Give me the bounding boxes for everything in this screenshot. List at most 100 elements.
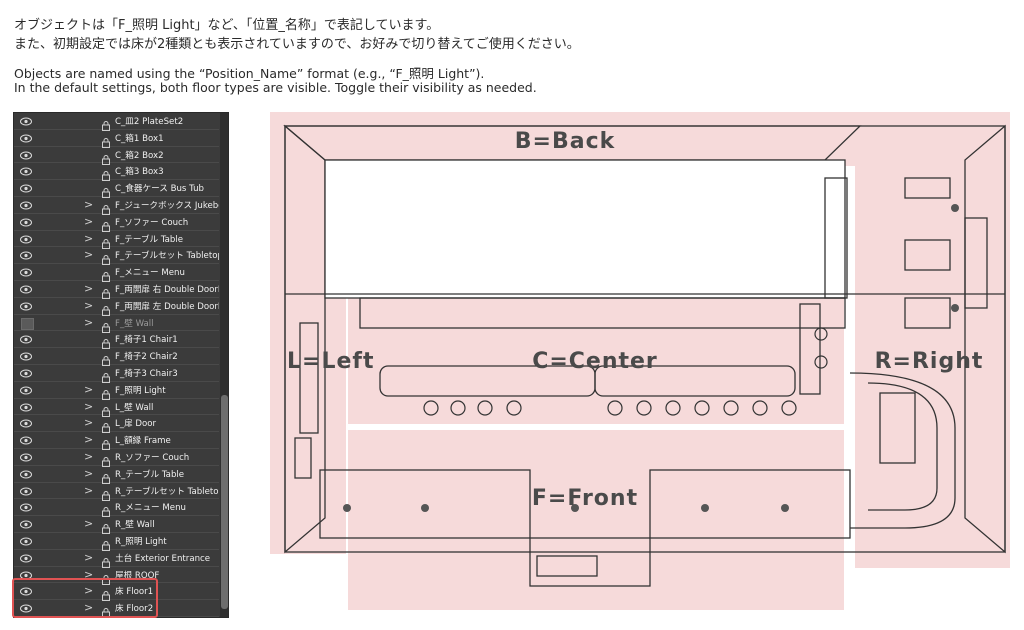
lock-icon xyxy=(101,553,111,568)
zone-left-label: L=Left xyxy=(287,349,374,374)
eye-icon[interactable] xyxy=(20,285,32,294)
chevron-right-icon[interactable]: > xyxy=(84,416,94,430)
chevron-right-icon[interactable]: > xyxy=(84,248,94,262)
jukebox xyxy=(879,392,916,464)
layer-row[interactable]: C_皿2 PlateSet2 xyxy=(14,113,219,131)
layer-row[interactable]: F_椅子1 Chair1 xyxy=(14,331,219,350)
eye-icon[interactable] xyxy=(20,184,32,193)
chevron-right-icon[interactable]: > xyxy=(84,567,94,581)
chevron-right-icon[interactable]: > xyxy=(84,517,94,531)
eye-icon[interactable] xyxy=(20,218,32,227)
layer-row[interactable]: > F_ジュークボックス Jukebox xyxy=(14,197,219,215)
chevron-right-icon[interactable]: > xyxy=(84,231,94,245)
eye-icon[interactable] xyxy=(20,403,32,412)
chevron-right-icon[interactable]: > xyxy=(84,282,94,295)
layer-row[interactable]: F_椅子2 Chair2 xyxy=(14,348,219,367)
layer-row[interactable]: C_箱3 Box3 xyxy=(14,163,219,182)
shelf-3 xyxy=(904,297,951,329)
layer-row[interactable]: >F_ソファー Couch xyxy=(14,214,219,232)
eye-icon[interactable] xyxy=(20,201,32,210)
layer-name: R_照明 Light xyxy=(115,537,167,547)
layer-row[interactable]: >F_両開扉 右 Double DoorF xyxy=(14,281,219,299)
layer-row[interactable]: > R_ソファー Couch xyxy=(14,449,219,467)
lock-icon xyxy=(101,486,111,501)
layer-row[interactable]: > R_テーブル Table xyxy=(14,466,219,484)
layer-name: F_メニュー Menu xyxy=(115,268,185,279)
scrollbar-thumb[interactable] xyxy=(221,395,228,609)
eye-icon[interactable] xyxy=(20,167,32,176)
layer-name: R_ソファー Couch xyxy=(115,453,190,463)
bar-counter xyxy=(849,372,956,529)
eye-icon[interactable] xyxy=(20,487,32,496)
chevron-right-icon[interactable]: > xyxy=(84,198,94,211)
eye-icon[interactable] xyxy=(20,235,32,244)
layer-row[interactable]: > F_壁 Wall xyxy=(14,315,219,333)
zone-front-bg xyxy=(348,430,844,610)
layer-row[interactable]: F_椅子3 Chair3 xyxy=(14,365,219,383)
layer-row[interactable]: >L_扉 Door xyxy=(14,415,219,434)
layer-row[interactable]: >R_壁 Wall xyxy=(14,516,219,535)
chevron-right-icon[interactable]: > xyxy=(84,584,94,598)
lock-icon xyxy=(101,284,111,299)
chevron-right-icon[interactable]: > xyxy=(84,315,94,329)
eye-icon[interactable] xyxy=(20,302,32,311)
chevron-right-icon[interactable]: > xyxy=(84,601,94,615)
layer-row[interactable]: >土台 Exterior Entrance xyxy=(14,550,219,568)
chevron-right-icon[interactable]: > xyxy=(84,399,94,413)
layer-scrollbar[interactable] xyxy=(220,113,228,617)
chevron-right-icon[interactable]: > xyxy=(84,298,94,312)
eye-icon[interactable] xyxy=(20,352,32,361)
layer-name: C_箱1 Box1 xyxy=(115,133,164,144)
eye-icon[interactable] xyxy=(20,369,32,378)
layer-row[interactable]: R_照明 Light xyxy=(14,533,219,551)
layer-row[interactable]: >L_額縁 Frame xyxy=(14,432,219,451)
layer-name: F_ジュークボックス Jukebox xyxy=(115,201,219,211)
eye-icon[interactable] xyxy=(20,604,32,613)
eye-icon[interactable] xyxy=(20,537,32,546)
eye-icon[interactable] xyxy=(20,470,32,479)
layer-name: R_テーブル Table xyxy=(115,469,185,480)
eye-icon[interactable] xyxy=(20,251,32,260)
layer-row[interactable]: >F_照明 Light xyxy=(14,382,219,400)
eye-icon[interactable] xyxy=(20,386,32,395)
eye-icon[interactable] xyxy=(20,520,32,529)
layer-name: F_壁 Wall xyxy=(115,318,154,329)
eye-icon[interactable] xyxy=(20,587,32,596)
eye-icon[interactable] xyxy=(20,117,32,126)
back-counter xyxy=(359,297,846,329)
layer-row[interactable]: >床 Floor1 xyxy=(14,583,219,602)
lock-icon xyxy=(101,133,111,148)
chevron-right-icon[interactable]: > xyxy=(84,550,94,564)
layer-row[interactable]: F_メニュー Menu xyxy=(14,264,219,283)
chevron-right-icon[interactable]: > xyxy=(84,433,94,447)
eye-icon[interactable] xyxy=(20,419,32,428)
eye-icon[interactable] xyxy=(20,436,32,445)
layer-name: R_メニュー Menu xyxy=(115,503,186,514)
eye-icon[interactable] xyxy=(20,151,32,160)
layer-row[interactable]: C_食器ケース Bus Tub xyxy=(14,180,219,199)
chevron-right-icon[interactable]: > xyxy=(84,214,94,228)
chevron-right-icon[interactable]: > xyxy=(84,382,94,396)
layer-row[interactable]: >F_テーブルセット Tabletop Se xyxy=(14,247,219,266)
layer-row[interactable]: R_メニュー Menu xyxy=(14,499,219,518)
eye-icon[interactable] xyxy=(20,453,32,462)
eye-icon[interactable] xyxy=(20,268,32,277)
layer-row[interactable]: >L_壁 Wall xyxy=(14,399,219,417)
layer-row[interactable]: >F_両開扉 左 Double DoorL xyxy=(14,298,219,316)
layer-row[interactable]: >R_テーブルセット Tabletop Se xyxy=(14,483,219,501)
layer-row[interactable]: C_箱1 Box1 xyxy=(14,130,219,148)
eye-icon[interactable] xyxy=(20,134,32,143)
chevron-right-icon[interactable]: > xyxy=(84,483,94,497)
chevron-right-icon[interactable]: > xyxy=(84,450,94,463)
hidden-toggle-icon[interactable] xyxy=(21,317,34,330)
eye-icon[interactable] xyxy=(20,554,32,563)
floor-layers-highlight xyxy=(12,578,158,618)
eye-icon[interactable] xyxy=(20,503,32,512)
chevron-right-icon[interactable]: > xyxy=(84,466,94,480)
layer-row[interactable]: >F_テーブル Table xyxy=(14,231,219,249)
eye-icon[interactable] xyxy=(20,335,32,344)
layer-row[interactable]: C_箱2 Box2 xyxy=(14,147,219,165)
layer-name: F_椅子2 Chair2 xyxy=(115,352,178,363)
lock-icon xyxy=(101,351,111,367)
